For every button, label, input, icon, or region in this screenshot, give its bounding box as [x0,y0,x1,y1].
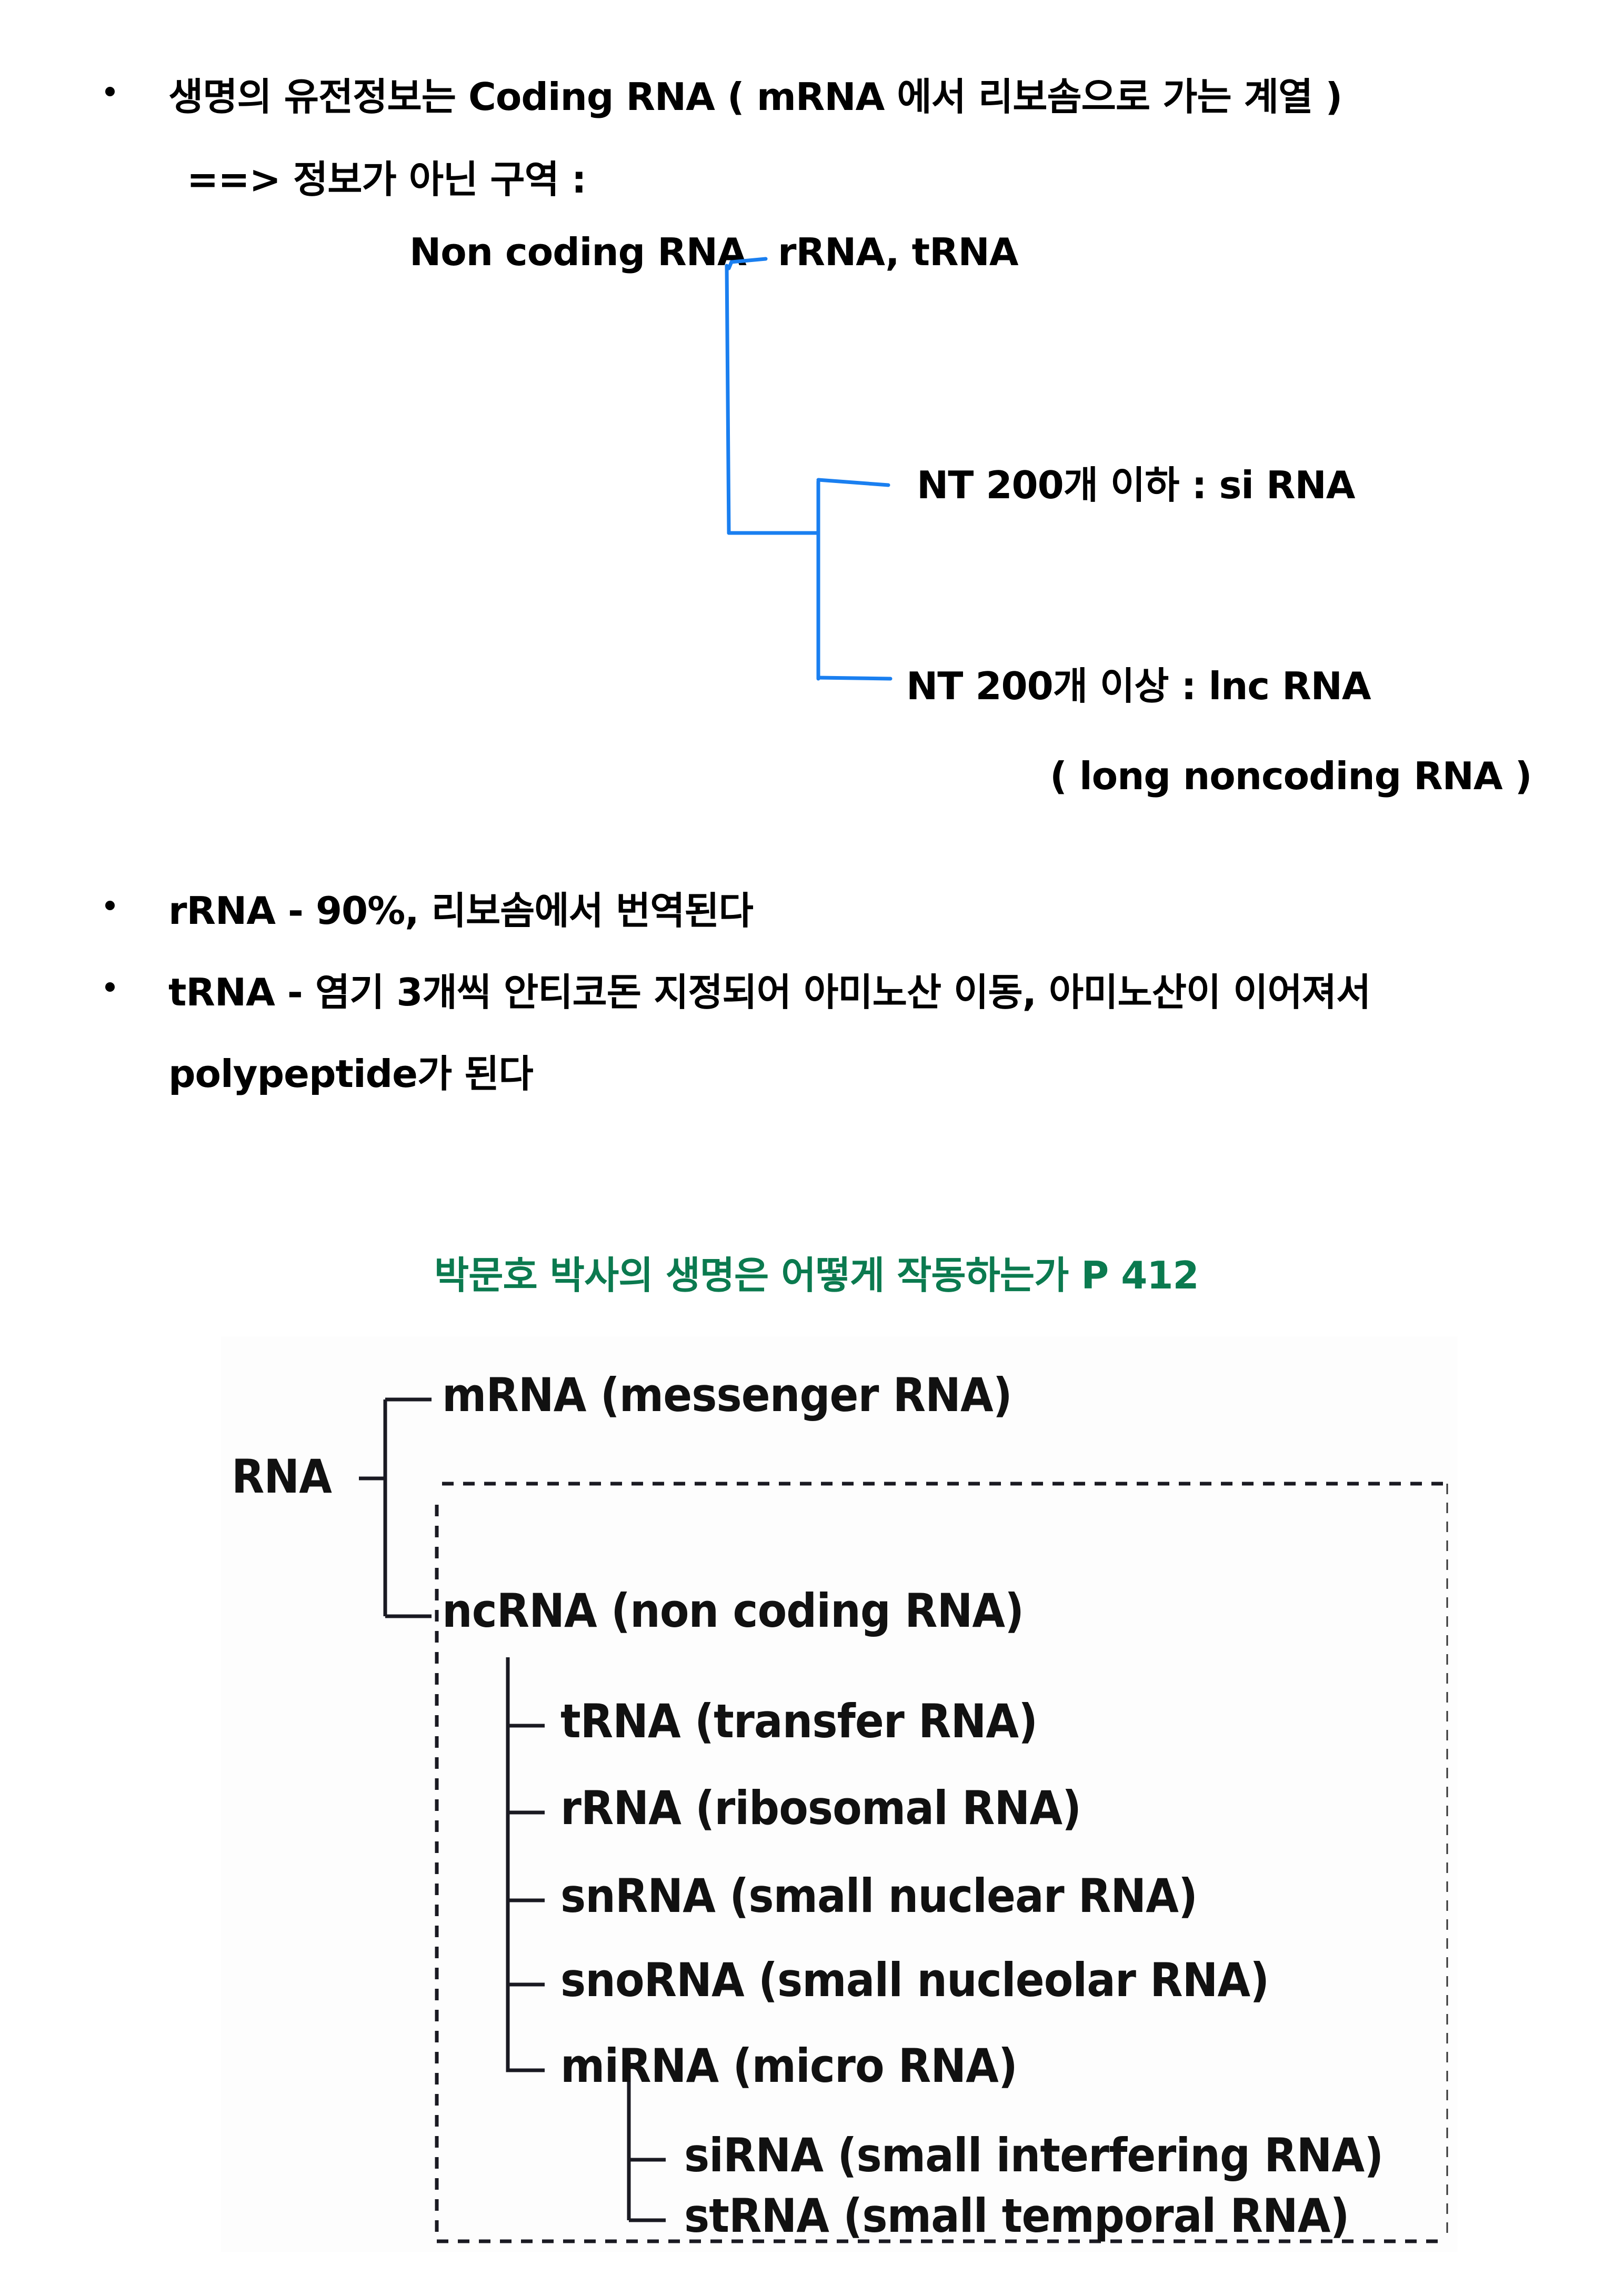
diagram-mrna: mRNA (messenger RNA) [442,1368,1013,1422]
bracket-main-vertical [725,264,731,535]
noncoding-branch-rrna-trna: rRNA, tRNA [778,230,1019,274]
bullet-trna: tRNA - 염기 3개씩 안티코돈 지정되어 아미노산 이동, 아미노산이 이… [168,970,1371,1014]
diagram-nc-child: miRNA (micro RNA) [560,2039,1018,2093]
bullet-icon [105,901,115,910]
diagram-nc-child: tRNA (transfer RNA) [560,1694,1038,1748]
diagram-mi-child: siRNA (small interfering RNA) [684,2128,1384,2182]
diagram-nc-child: snRNA (small nuclear RNA) [560,1869,1198,1923]
diagram-nc-child: snoRNA (small nucleolar RNA) [560,1953,1269,2007]
note-line-noninfo-region: ==> 정보가 아닌 구역 : [187,157,587,202]
diagram-mi-child: stRNA (small temporal RNA) [684,2189,1349,2243]
noncoding-rna-label: Non coding RNA [409,230,747,274]
mirna-branch [506,1983,545,2072]
bracket-branch-long [816,676,893,681]
diagram-root-rna: RNA [232,1449,332,1504]
diagram-nc-child: rRNA (ribosomal RNA) [560,1781,1081,1835]
source-book-title: 박문호 박사의 생명은 어떻게 작동하는가 P 412 [434,1253,1199,1297]
rna-classification-diagram: RNA mRNA (messenger RNA) ncRNA (non codi… [221,1336,1458,2252]
bullet-icon [105,87,115,96]
diagram-ncrna: ncRNA (non coding RNA) [442,1584,1024,1638]
branch-long-note: ( long noncoding RNA ) [1050,754,1532,798]
bullet-icon [105,982,115,992]
branch-long-lncrna: NT 200개 이상 : lnc RNA [906,664,1371,708]
bracket-top-branch [727,257,768,270]
bullet-rrna: rRNA - 90%, 리보솜에서 번역된다 [168,889,754,933]
branch-short-sirna: NT 200개 이하 : si RNA [917,463,1355,507]
note-line-coding-rna: 생명의 유전정보는 Coding RNA ( mRNA 에서 리보솜으로 가는 … [168,75,1342,119]
bullet-trna-continued: polypeptide가 된다 [168,1052,534,1096]
blue-bracket-connector [725,257,893,681]
diagram-lines [359,1397,1448,2243]
bracket-branch-short [816,478,890,487]
